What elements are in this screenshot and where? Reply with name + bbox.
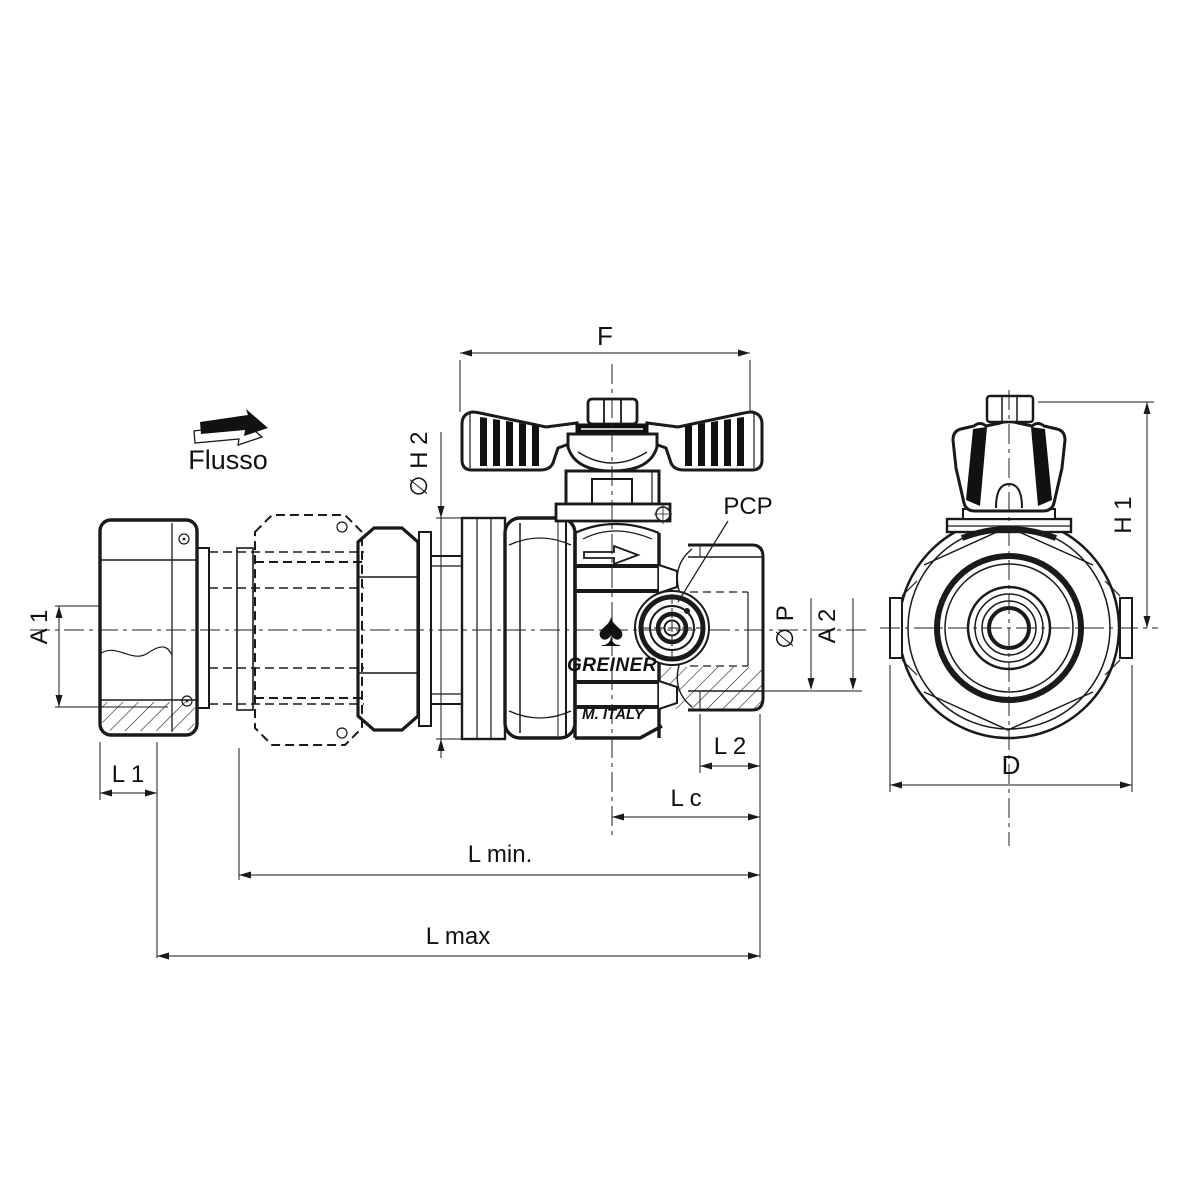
port-callout-label: PCP	[723, 493, 772, 520]
nut-washer	[196, 547, 210, 709]
dim-label-lc: L c	[670, 785, 701, 812]
mounting-plate	[554, 502, 672, 523]
dim-h2	[436, 432, 500, 758]
dim-lmax	[157, 952, 760, 960]
phantom-corner-mark	[336, 521, 348, 533]
dim-p	[763, 598, 862, 692]
flow-label: Flusso	[188, 445, 268, 475]
knob-nut	[985, 394, 1035, 424]
neck-arc	[676, 548, 693, 595]
dim-h1	[1038, 401, 1154, 628]
origin-marking: M. ITALY	[582, 706, 646, 723]
dim-label-f: F	[597, 321, 613, 351]
dim-lmin	[238, 748, 760, 880]
flow-indicator: Flusso	[188, 409, 268, 475]
dim-a2	[849, 598, 857, 690]
valve-body	[573, 522, 678, 740]
flow-direction-marking-icon	[583, 544, 641, 566]
dim-a1	[55, 605, 168, 708]
pipe-stop-collar	[236, 547, 254, 711]
body-hex-tab	[658, 680, 678, 710]
dim-label-lmax: L max	[426, 923, 490, 950]
flow-arrow-icon	[200, 409, 268, 436]
handle	[460, 397, 764, 524]
dimension-labels: F ∅ H 2 A 1 L 1 PCP ∅ P A 2 L 2 L c L mi…	[26, 321, 1137, 950]
dim-label-a1: A 1	[26, 610, 53, 645]
knob-stripe	[966, 427, 987, 506]
dim-l1	[99, 742, 158, 958]
phantom-corner-mark	[336, 727, 348, 739]
dim-l2	[699, 714, 761, 958]
dim-label-d: D	[1002, 750, 1021, 780]
port-dot	[684, 608, 690, 614]
dim-label-a2: A 2	[814, 609, 841, 644]
brand-marking: GREINER	[567, 655, 657, 676]
handle-left-wing	[460, 410, 579, 472]
dim-label-lmin: L min.	[468, 841, 532, 868]
test-port	[634, 590, 710, 666]
knob-stripe	[1031, 427, 1052, 506]
dim-label-p: ∅ P	[772, 605, 799, 649]
dim-label-l1: L 1	[112, 761, 144, 788]
body-markings: ♠ GREINER M. ITALY	[567, 604, 657, 723]
handle-right-wing	[645, 410, 764, 472]
dim-lc	[612, 813, 760, 821]
centerlines	[30, 364, 1158, 846]
nut-hatching	[102, 702, 195, 731]
pcp-leader-line	[677, 520, 729, 603]
telescopic-pipe	[209, 551, 364, 705]
phantom-nut	[254, 514, 363, 746]
break-line	[99, 646, 173, 657]
swivel-nut	[98, 518, 210, 737]
dimensions	[55, 349, 1154, 960]
dim-f	[459, 349, 751, 412]
hex-chevron-bottom	[923, 691, 1094, 731]
dim-label-l2: L 2	[714, 733, 746, 760]
body-hex-tab	[658, 564, 678, 594]
dim-label-h2: ∅ H 2	[406, 432, 433, 497]
spade-logo-icon: ♠	[598, 604, 624, 657]
dim-d	[889, 665, 1133, 792]
dim-label-h1: H 1	[1110, 496, 1137, 533]
side-view	[98, 397, 765, 746]
